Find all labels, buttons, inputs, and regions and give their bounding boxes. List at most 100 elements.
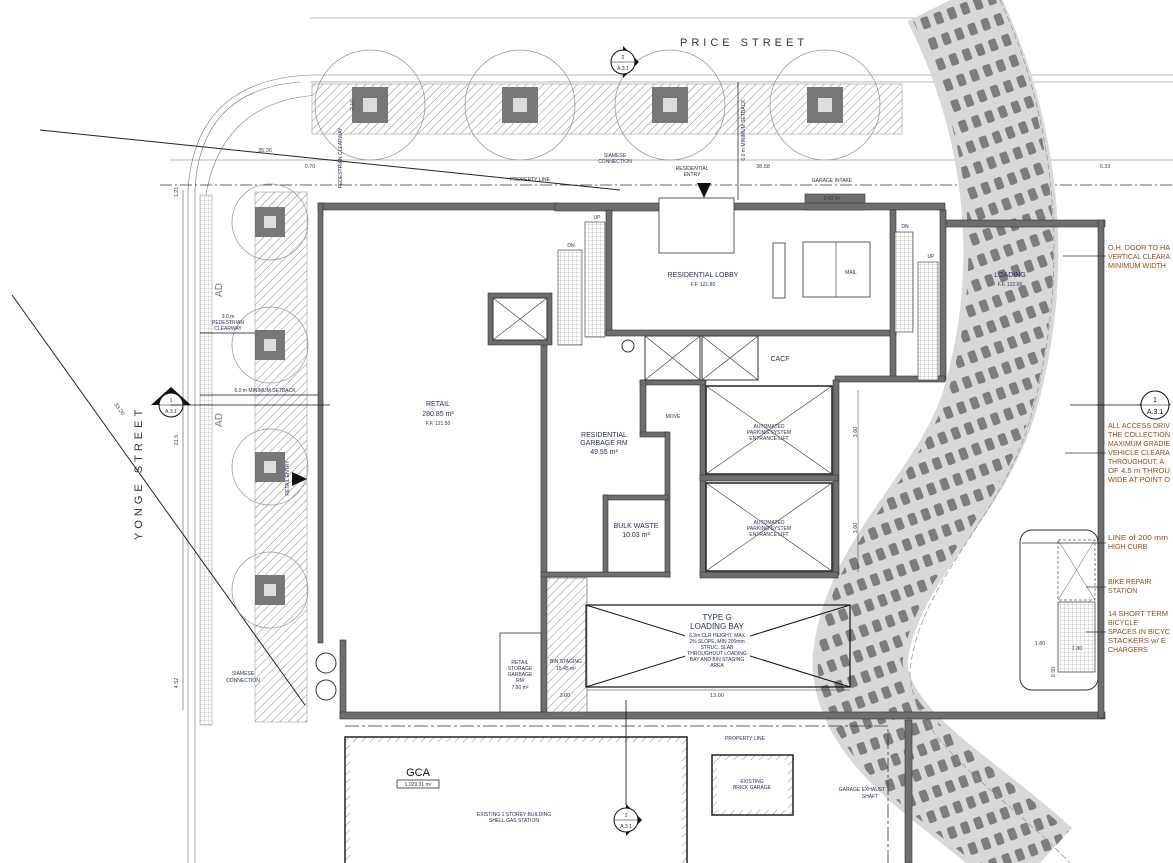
svg-text:2.10: 2.10 — [350, 100, 356, 111]
room-name-retail-storage: RM — [516, 678, 524, 684]
existing-building-label: SHELL GAS STATION — [489, 818, 539, 824]
svg-text:MINIMUM WIDTH: MINIMUM WIDTH — [1108, 263, 1166, 270]
svg-text:A.3.1: A.3.1 — [620, 824, 632, 830]
existing-brick-garage — [711, 754, 794, 816]
lift-label: PARKING SYSTEM — [747, 526, 791, 532]
stair-east — [894, 231, 939, 381]
room-name-lobby: RESIDENTIAL LOBBY — [668, 272, 739, 279]
siamese-label: SIAMESE — [232, 671, 255, 677]
garage-intake-area: 2.40 m² — [824, 196, 841, 202]
setback-label: 6.0 m MINIMUM SETBACK — [741, 99, 747, 161]
building-walls — [317, 193, 1106, 863]
ad-label: AD — [214, 413, 225, 427]
svg-text:HIGH CURB: HIGH CURB — [1108, 544, 1148, 551]
street-name-price: PRICE STREET — [680, 37, 808, 49]
svg-text:OF 4.5 m THROU: OF 4.5 m THROU — [1108, 468, 1170, 475]
retail-storage-room — [499, 632, 542, 713]
parking-lift-1 — [705, 385, 833, 475]
room-name-bulk-waste: BULK WASTE — [614, 523, 659, 530]
room-name-garbage: RESIDENTIAL — [581, 432, 627, 439]
svg-text:A.3.1: A.3.1 — [1147, 409, 1163, 416]
svg-text:2: 2 — [625, 813, 628, 819]
room-area-retail: 280.85 m² — [422, 411, 454, 418]
room-name-bin-staging: BIN STAGING — [550, 659, 582, 665]
tree-icon — [231, 428, 309, 506]
note-bike-spaces: 14 SHORT TERM BICYCLE SPACES IN BICYC ST… — [1086, 611, 1170, 654]
svg-text:WIDE AT POINT O: WIDE AT POINT O — [1108, 477, 1171, 484]
tree-icon — [614, 49, 726, 161]
loading-bay-note: 6.3m CLR HEIGHT, MAX — [689, 633, 746, 639]
existing-gas-station — [344, 736, 688, 863]
garage-intake-label: GARAGE INTAKE — [812, 178, 853, 184]
svg-text:BIKE REPAIR: BIKE REPAIR — [1108, 579, 1151, 586]
svg-text:O.H. DOOR TO HA: O.H. DOOR TO HA — [1108, 245, 1170, 252]
room-area-retail-storage: 7.90 m² — [512, 685, 529, 691]
ad-label: AD — [214, 283, 225, 297]
note-curb: LINE of 200 mm HIGH CURB — [1022, 535, 1168, 551]
room-name-cacf: CACF — [770, 356, 789, 363]
room-area-bulk-waste: 10.03 m² — [622, 532, 650, 539]
room-name-loading: LOADING — [994, 272, 1026, 279]
loading-bay-name: LOADING BAY — [690, 622, 744, 631]
svg-text:33.20: 33.20 — [112, 402, 125, 417]
svg-text:THE COLLECTION: THE COLLECTION — [1108, 432, 1170, 439]
brick-garage-label: EXISTING — [740, 779, 763, 785]
svg-text:MAXIMUM GRADIE: MAXIMUM GRADIE — [1108, 441, 1170, 448]
property-line-label: PROPERTY LINE — [725, 736, 765, 742]
pedestrian-clearway-label: PEDESTRIAN CLEARWAY — [338, 127, 344, 188]
svg-text:0.50: 0.50 — [1051, 667, 1057, 678]
loading-bay-note: 2% SLOPE, MIN 200mm — [689, 639, 744, 645]
room-name-retail-storage: GARBAGE — [508, 672, 533, 678]
svg-text:BICYCLE: BICYCLE — [1108, 620, 1138, 627]
lift-label: AUTOMATED — [754, 520, 785, 526]
street-name-yonge: YONGE STREET — [133, 406, 145, 540]
svg-text:2: 2 — [622, 55, 625, 61]
room-name-move: MOVE — [666, 414, 681, 420]
svg-text:1.80: 1.80 — [1035, 641, 1046, 647]
loading-bay-note: STRUC. SLAB — [701, 645, 734, 651]
tree-icon — [231, 183, 309, 261]
stair-west — [557, 221, 606, 346]
room-name-garbage-2: GARBAGE RM — [580, 440, 628, 447]
svg-text:0.70: 0.70 — [305, 164, 316, 170]
siamese-label: CONNECTION — [226, 678, 260, 684]
siamese-label: SIAMESE — [604, 153, 627, 159]
tree-icon — [231, 306, 309, 384]
room-area-garbage: 49.55 m² — [590, 449, 618, 456]
elevators — [644, 335, 759, 381]
svg-text:3.60: 3.60 — [853, 427, 859, 438]
svg-text:LINE of 200 mm: LINE of 200 mm — [1108, 535, 1168, 542]
room-ff-loading: F.F. 122.00 — [998, 282, 1023, 288]
svg-text:ALL ACCESS DRIV: ALL ACCESS DRIV — [1108, 423, 1170, 430]
svg-text:STATION: STATION — [1108, 588, 1137, 595]
svg-text:13.00: 13.00 — [710, 693, 724, 699]
room-name-retail-storage: STORAGE — [508, 666, 533, 672]
room-name-retail-storage: RETAIL — [511, 660, 528, 666]
svg-text:14 SHORT TERM: 14 SHORT TERM — [1108, 611, 1168, 618]
existing-building-label: EXISTING 1 STOREY BUILDING — [477, 812, 551, 818]
svg-text:STACKERS w/ E: STACKERS w/ E — [1108, 638, 1166, 645]
section-marker: 2A.3.1 — [613, 804, 642, 836]
svg-text:35.36: 35.36 — [258, 148, 272, 154]
svg-text:38.58: 38.58 — [756, 164, 770, 170]
section-marker: 2A.3.1 — [610, 46, 639, 78]
driveway-ramp — [812, 0, 1073, 863]
svg-text:1.21: 1.21 — [174, 187, 180, 198]
loading-bay-type: TYPE G — [702, 613, 731, 622]
bike-area — [1019, 529, 1099, 691]
svg-text:1.80: 1.80 — [1072, 646, 1083, 652]
svg-text:3.60: 3.60 — [853, 523, 859, 534]
parking-lift-2 — [705, 482, 833, 572]
note-bike-repair: BIKE REPAIR STATION — [1086, 579, 1151, 595]
stair-label-dn: DN — [567, 243, 575, 249]
siamese-connection-icon — [315, 652, 337, 674]
loading-bay — [585, 604, 851, 688]
svg-text:CHARGERS: CHARGERS — [1108, 647, 1148, 654]
entry-arrow-icon — [697, 183, 711, 198]
street-trees — [231, 49, 881, 629]
note-access: ALL ACCESS DRIV THE COLLECTION MAXIMUM G… — [1065, 423, 1171, 484]
tree-icon — [314, 49, 426, 161]
setback-label: 6.0 m MINIMUM SETBACK — [234, 388, 296, 394]
stair-label-dn: DN — [901, 224, 909, 230]
